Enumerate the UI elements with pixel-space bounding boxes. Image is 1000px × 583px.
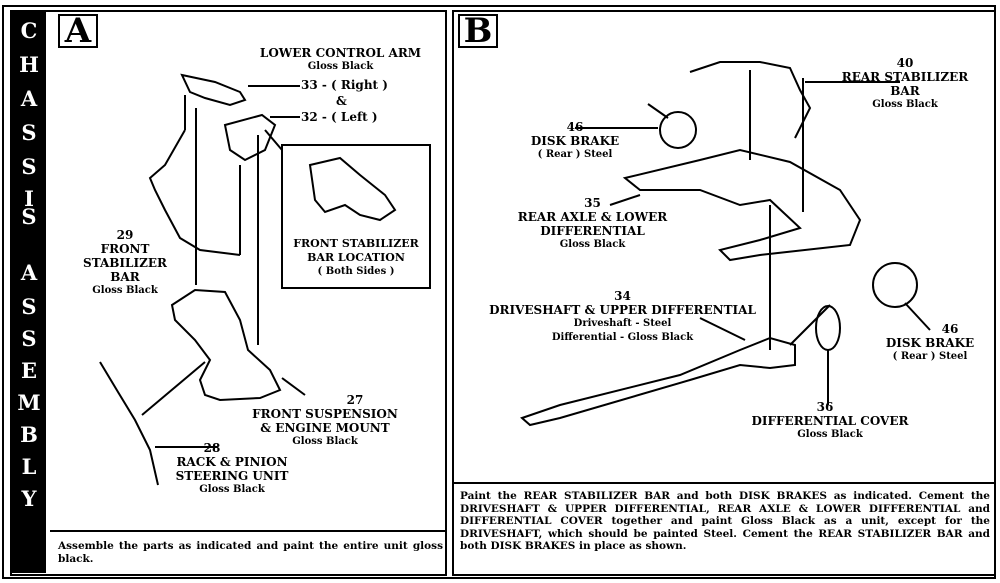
guide-arrow bbox=[141, 361, 206, 416]
rear-stabilizer-line2: BAR bbox=[890, 84, 920, 98]
disk-brake-right-line2: ( Rear ) Steel bbox=[892, 351, 968, 362]
label-rear-stabilizer-bar: 40 REAR STABILIZER BAR Gloss Black bbox=[830, 56, 980, 112]
rear-axle-line1: REAR AXLE & LOWER bbox=[517, 210, 668, 224]
rack-pinion-number: 28 bbox=[203, 441, 221, 455]
sidebar-letter: E bbox=[20, 358, 37, 383]
front-suspension-finish: Gloss Black bbox=[292, 436, 358, 447]
lower-control-arm-finish: Gloss Black bbox=[307, 61, 374, 72]
inset-box bbox=[281, 144, 431, 289]
front-suspension-line1: FRONT SUSPENSION bbox=[252, 407, 398, 421]
inset-part bbox=[308, 156, 397, 222]
front-suspension-line2: & ENGINE MOUNT bbox=[260, 421, 390, 435]
label-amp: & bbox=[336, 94, 347, 108]
front-stabilizer-line2: STABILIZER bbox=[83, 256, 167, 270]
divider bbox=[452, 482, 996, 484]
sidebar-letter: S bbox=[21, 120, 37, 145]
sidebar-letter: S bbox=[21, 154, 37, 179]
sidebar-letter: L bbox=[21, 454, 37, 479]
disk-brake-right-line1: DISK BRAKE bbox=[885, 336, 975, 350]
divider bbox=[50, 530, 446, 532]
rear-stabilizer-line1: REAR STABILIZER bbox=[841, 70, 969, 84]
rear-axle-number: 35 bbox=[584, 196, 601, 210]
differential-cover-part bbox=[815, 305, 841, 351]
label-front-suspension: 27 FRONT SUSPENSION & ENGINE MOUNT Gloss… bbox=[245, 393, 405, 449]
rear-axle-line2: DIFFERENTIAL bbox=[540, 224, 645, 238]
guide-arrow bbox=[789, 304, 831, 346]
rear-axle-part bbox=[622, 148, 862, 262]
rack-pinion-line1: RACK & PINION bbox=[176, 455, 288, 469]
disk-brake-right-part bbox=[872, 262, 918, 308]
sidebar-letter: M bbox=[17, 390, 41, 415]
panel-b bbox=[452, 10, 996, 576]
label-disk-brake-left: 46 DISK BRAKE ( Rear ) Steel bbox=[515, 120, 635, 162]
sidebar-letter: C bbox=[20, 18, 38, 43]
disk-brake-left-number: 46 bbox=[566, 120, 584, 134]
label-lower-control-arm: LOWER CONTROL ARM Gloss Black bbox=[248, 46, 433, 74]
sidebar-letter: S bbox=[21, 294, 37, 319]
sidebar-letter: B bbox=[20, 422, 38, 447]
panel-b-letter: B bbox=[458, 14, 498, 48]
leader-line bbox=[281, 377, 306, 396]
front-stabilizer-line3: BAR bbox=[110, 270, 140, 284]
disk-brake-left-part bbox=[659, 111, 697, 149]
inset-line2: BAR LOCATION bbox=[307, 251, 405, 264]
left-control-arm bbox=[223, 113, 277, 162]
panel-a-instruction: Assemble the parts as indicated and pain… bbox=[58, 540, 443, 565]
front-suspension-number: 27 bbox=[346, 393, 364, 407]
leader-line bbox=[904, 302, 931, 331]
lower-control-arm-title: LOWER CONTROL ARM bbox=[259, 46, 422, 60]
driveshaft-part bbox=[520, 336, 796, 427]
label-32-left: 32 - ( Left ) bbox=[301, 110, 378, 124]
panel-a-letter: A bbox=[58, 14, 98, 48]
sidebar-letter: A bbox=[20, 86, 38, 111]
driveshaft-line3: Differential - Gloss Black bbox=[551, 332, 694, 343]
label-disk-brake-right: 46 DISK BRAKE ( Rear ) Steel bbox=[875, 322, 985, 364]
rear-stabilizer-number: 40 bbox=[896, 56, 914, 70]
front-stabilizer-number: 29 bbox=[116, 228, 134, 242]
sidebar-letter: I bbox=[24, 186, 34, 211]
guide-arrow bbox=[647, 103, 669, 119]
label-rack-pinion: 28 RACK & PINION STEERING UNIT Gloss Bla… bbox=[162, 441, 302, 497]
label-inset: FRONT STABILIZER BAR LOCATION ( Both Sid… bbox=[285, 237, 427, 279]
right-control-arm bbox=[180, 73, 247, 107]
panel-a bbox=[10, 10, 447, 576]
panel-b-instruction: Paint the REAR STABILIZER BAR and both D… bbox=[460, 490, 990, 552]
driveshaft-number: 34 bbox=[614, 289, 631, 303]
differential-cover-finish: Gloss Black bbox=[797, 429, 863, 440]
sidebar-letter: S bbox=[21, 326, 37, 351]
sidebar-letter: S bbox=[21, 204, 37, 229]
leader-line bbox=[264, 129, 283, 151]
sidebar-letter: H bbox=[19, 52, 39, 77]
sidebar-letter: A bbox=[20, 260, 38, 285]
driveshaft-line2: Driveshaft - Steel bbox=[573, 318, 672, 329]
label-driveshaft: 34 DRIVESHAFT & UPPER DIFFERENTIAL Drive… bbox=[475, 289, 770, 345]
disk-brake-left-line1: DISK BRAKE bbox=[530, 134, 620, 148]
rear-stabilizer-finish: Gloss Black bbox=[872, 99, 938, 110]
rack-pinion-part bbox=[99, 361, 159, 486]
label-33-right: 33 - ( Right ) bbox=[301, 78, 388, 92]
driveshaft-line1: DRIVESHAFT & UPPER DIFFERENTIAL bbox=[489, 303, 756, 317]
rack-pinion-line2: STEERING UNIT bbox=[175, 469, 289, 483]
label-rear-axle: 35 REAR AXLE & LOWER DIFFERENTIAL Gloss … bbox=[500, 196, 685, 252]
leader-line bbox=[609, 194, 641, 206]
disk-brake-right-number: 46 bbox=[941, 322, 959, 336]
rear-axle-finish: Gloss Black bbox=[559, 239, 626, 250]
sidebar-letter: Y bbox=[21, 486, 37, 511]
inset-line1: FRONT STABILIZER bbox=[293, 237, 419, 250]
front-stabilizer-line1: FRONT bbox=[100, 242, 150, 256]
front-suspension-part bbox=[170, 288, 282, 402]
inset-line3: ( Both Sides ) bbox=[317, 266, 395, 277]
leader-line bbox=[699, 317, 746, 341]
differential-cover-number: 36 bbox=[816, 400, 834, 414]
rack-pinion-finish: Gloss Black bbox=[199, 484, 265, 495]
rear-stabilizer-bar bbox=[689, 61, 812, 139]
label-differential-cover: 36 DIFFERENTIAL COVER Gloss Black bbox=[740, 400, 920, 442]
front-stabilizer-finish: Gloss Black bbox=[92, 285, 158, 296]
label-front-stabilizer-bar: 29 FRONT STABILIZER BAR Gloss Black bbox=[70, 228, 180, 298]
disk-brake-left-line2: ( Rear ) Steel bbox=[537, 149, 613, 160]
chassis-assembly-sidebar: C H A S S I S A S S E M B L Y bbox=[12, 12, 46, 573]
differential-cover-line1: DIFFERENTIAL COVER bbox=[751, 414, 909, 428]
